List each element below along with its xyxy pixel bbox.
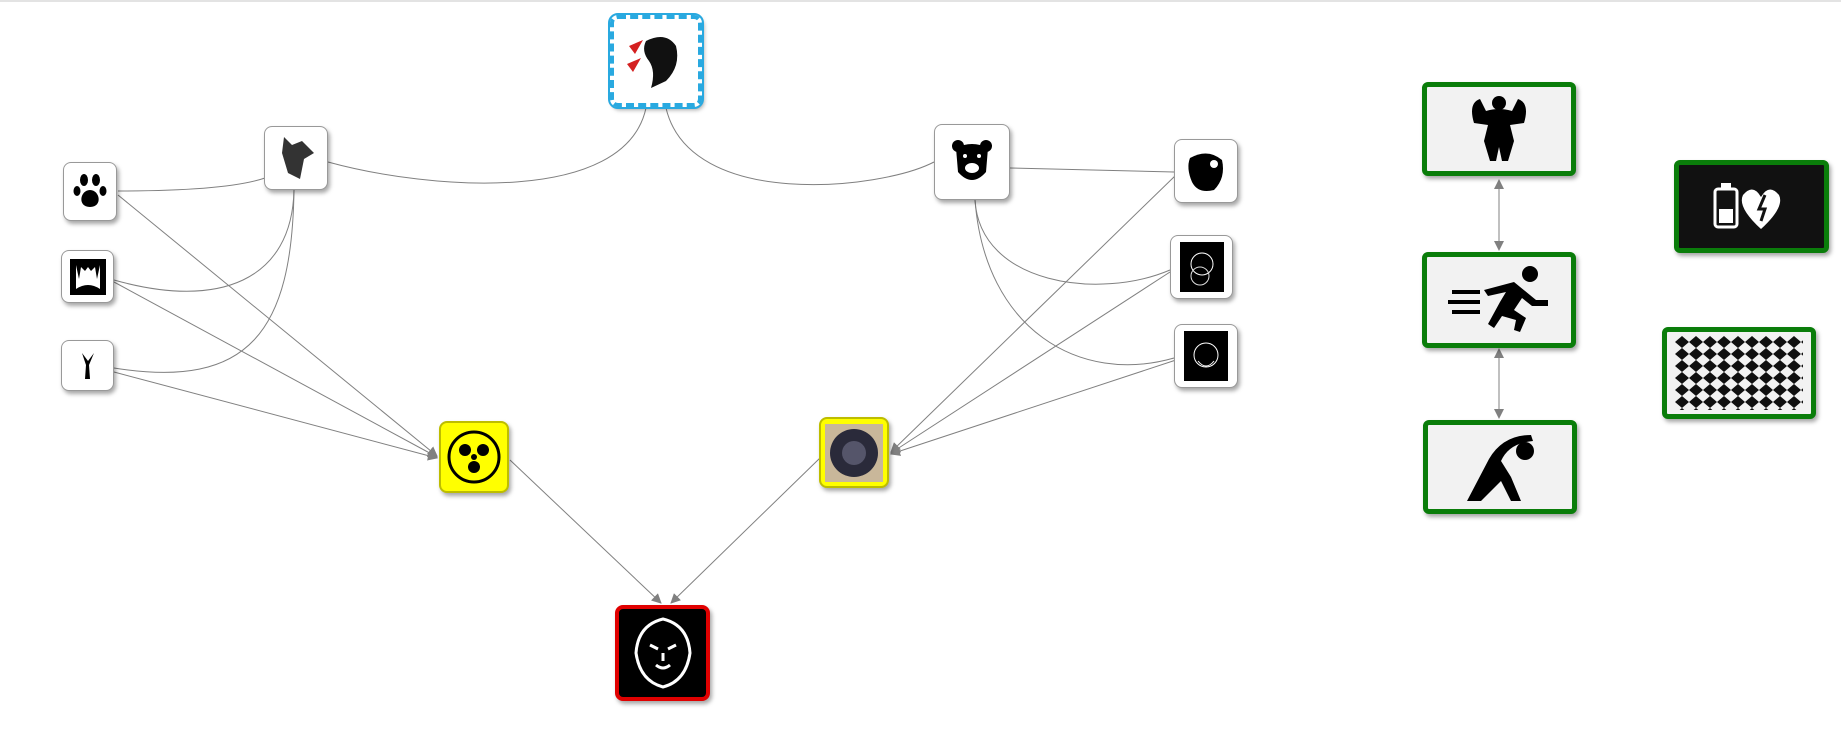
node-runner[interactable] bbox=[1422, 252, 1576, 348]
bear-sketch-icon bbox=[1184, 331, 1228, 381]
scale-mesh-icon bbox=[1675, 336, 1803, 410]
node-mesh[interactable] bbox=[1662, 327, 1816, 419]
edge-fangs-pawscircle bbox=[113, 281, 438, 458]
fist-logo-icon bbox=[627, 37, 678, 88]
node-claw[interactable] bbox=[61, 340, 114, 391]
claw-icon bbox=[81, 352, 94, 379]
edge-pawscircle-lion bbox=[509, 459, 662, 604]
bear-medallion-icon bbox=[825, 423, 883, 482]
edge-claw-pawscircle bbox=[113, 371, 438, 461]
node-bear-medallion[interactable] bbox=[819, 417, 889, 488]
strongman-icon bbox=[1472, 96, 1526, 161]
bear-sketch-icon bbox=[1179, 242, 1224, 292]
edge-bear-sketch1 bbox=[974, 199, 1171, 285]
edge-sketch2-medallion bbox=[890, 359, 1177, 456]
edge-wolf-paw bbox=[117, 177, 266, 192]
edge-bear-sketch2 bbox=[974, 199, 1175, 366]
lion-head-icon bbox=[633, 617, 692, 689]
node-paws-circle[interactable] bbox=[439, 421, 509, 493]
roaring-bear-icon bbox=[1188, 153, 1223, 191]
edge-root-bear bbox=[665, 107, 935, 186]
node-stretch[interactable] bbox=[1423, 420, 1577, 514]
node-root[interactable] bbox=[608, 13, 704, 109]
node-fangs[interactable] bbox=[61, 250, 114, 303]
node-paw[interactable] bbox=[63, 162, 117, 221]
battery-heart-icon bbox=[1713, 182, 1780, 229]
node-lion[interactable] bbox=[615, 605, 710, 701]
edge-bearroar-medallion bbox=[890, 174, 1177, 453]
node-strongman[interactable] bbox=[1422, 82, 1576, 176]
edge-wolf-fangs bbox=[113, 189, 295, 292]
node-bear[interactable] bbox=[934, 124, 1010, 200]
wolf-head-icon bbox=[282, 137, 314, 179]
node-bear-roar[interactable] bbox=[1174, 139, 1238, 203]
fangs-icon bbox=[69, 258, 106, 295]
edge-wolf-claw bbox=[113, 189, 295, 373]
edge-medallion-lion bbox=[670, 457, 821, 604]
node-bear-sketch-1[interactable] bbox=[1170, 235, 1233, 299]
top-border bbox=[0, 0, 1841, 2]
edge-paw-pawscircle bbox=[117, 194, 438, 457]
node-energy[interactable] bbox=[1674, 160, 1829, 253]
bear-head-icon bbox=[952, 140, 992, 180]
paw-print-icon bbox=[73, 173, 107, 207]
edge-sketch1-medallion bbox=[890, 271, 1171, 454]
running-person-icon bbox=[1448, 266, 1548, 332]
node-bear-sketch-2[interactable] bbox=[1174, 324, 1238, 388]
paws-circle-icon bbox=[447, 430, 501, 484]
node-wolf[interactable] bbox=[264, 126, 328, 190]
stretching-person-icon bbox=[1467, 435, 1534, 501]
edge-bear-bearroar bbox=[1009, 167, 1175, 173]
edge-root-wolf bbox=[327, 107, 647, 184]
